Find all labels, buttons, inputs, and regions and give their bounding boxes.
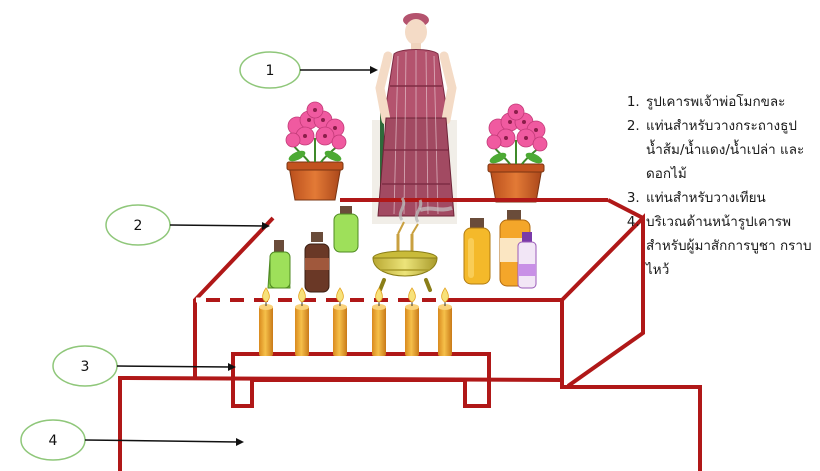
bottle-icon-green-tall: [333, 206, 359, 253]
bottle-icon-green-small: [267, 240, 291, 289]
flower-pot-icon-right: [486, 103, 548, 203]
callout-4: 4: [20, 419, 244, 461]
legend-item-4: บริเวณด้านหน้ารูปเคารพ สำหรับผู้มาสักการ…: [644, 210, 818, 282]
legend-item-1: รูปเคารพเจ้าพ่อโมกขละ: [644, 90, 818, 114]
callout-2: 2: [105, 204, 270, 246]
callout-4-number: 4: [49, 433, 58, 449]
legend-list: รูปเคารพเจ้าพ่อโมกขละ แท่นสำหรับวางกระถา…: [622, 90, 818, 282]
callout-2-number: 2: [134, 218, 143, 234]
callout-3: 3: [52, 345, 236, 387]
bottle-icon-cola: [304, 232, 330, 293]
callout-1-number: 1: [266, 63, 275, 79]
bottle-icon-orange-small: [463, 218, 491, 285]
callout-1: 1: [239, 51, 378, 89]
legend: รูปเคารพเจ้าพ่อโมกขละ แท่นสำหรับวางกระถา…: [622, 90, 818, 282]
censer-icon: [372, 197, 453, 292]
flower-pot-icon-left: [285, 101, 347, 201]
statue-icon: [372, 13, 457, 224]
callout-3-number: 3: [81, 359, 90, 375]
legend-item-2: แท่นสำหรับวางกระถางธูป น้ำส้ม/น้ำแดง/น้ำ…: [644, 114, 818, 186]
legend-item-3: แท่นสำหรับวางเทียน: [644, 186, 818, 210]
bottle-icon-purple: [517, 232, 537, 289]
